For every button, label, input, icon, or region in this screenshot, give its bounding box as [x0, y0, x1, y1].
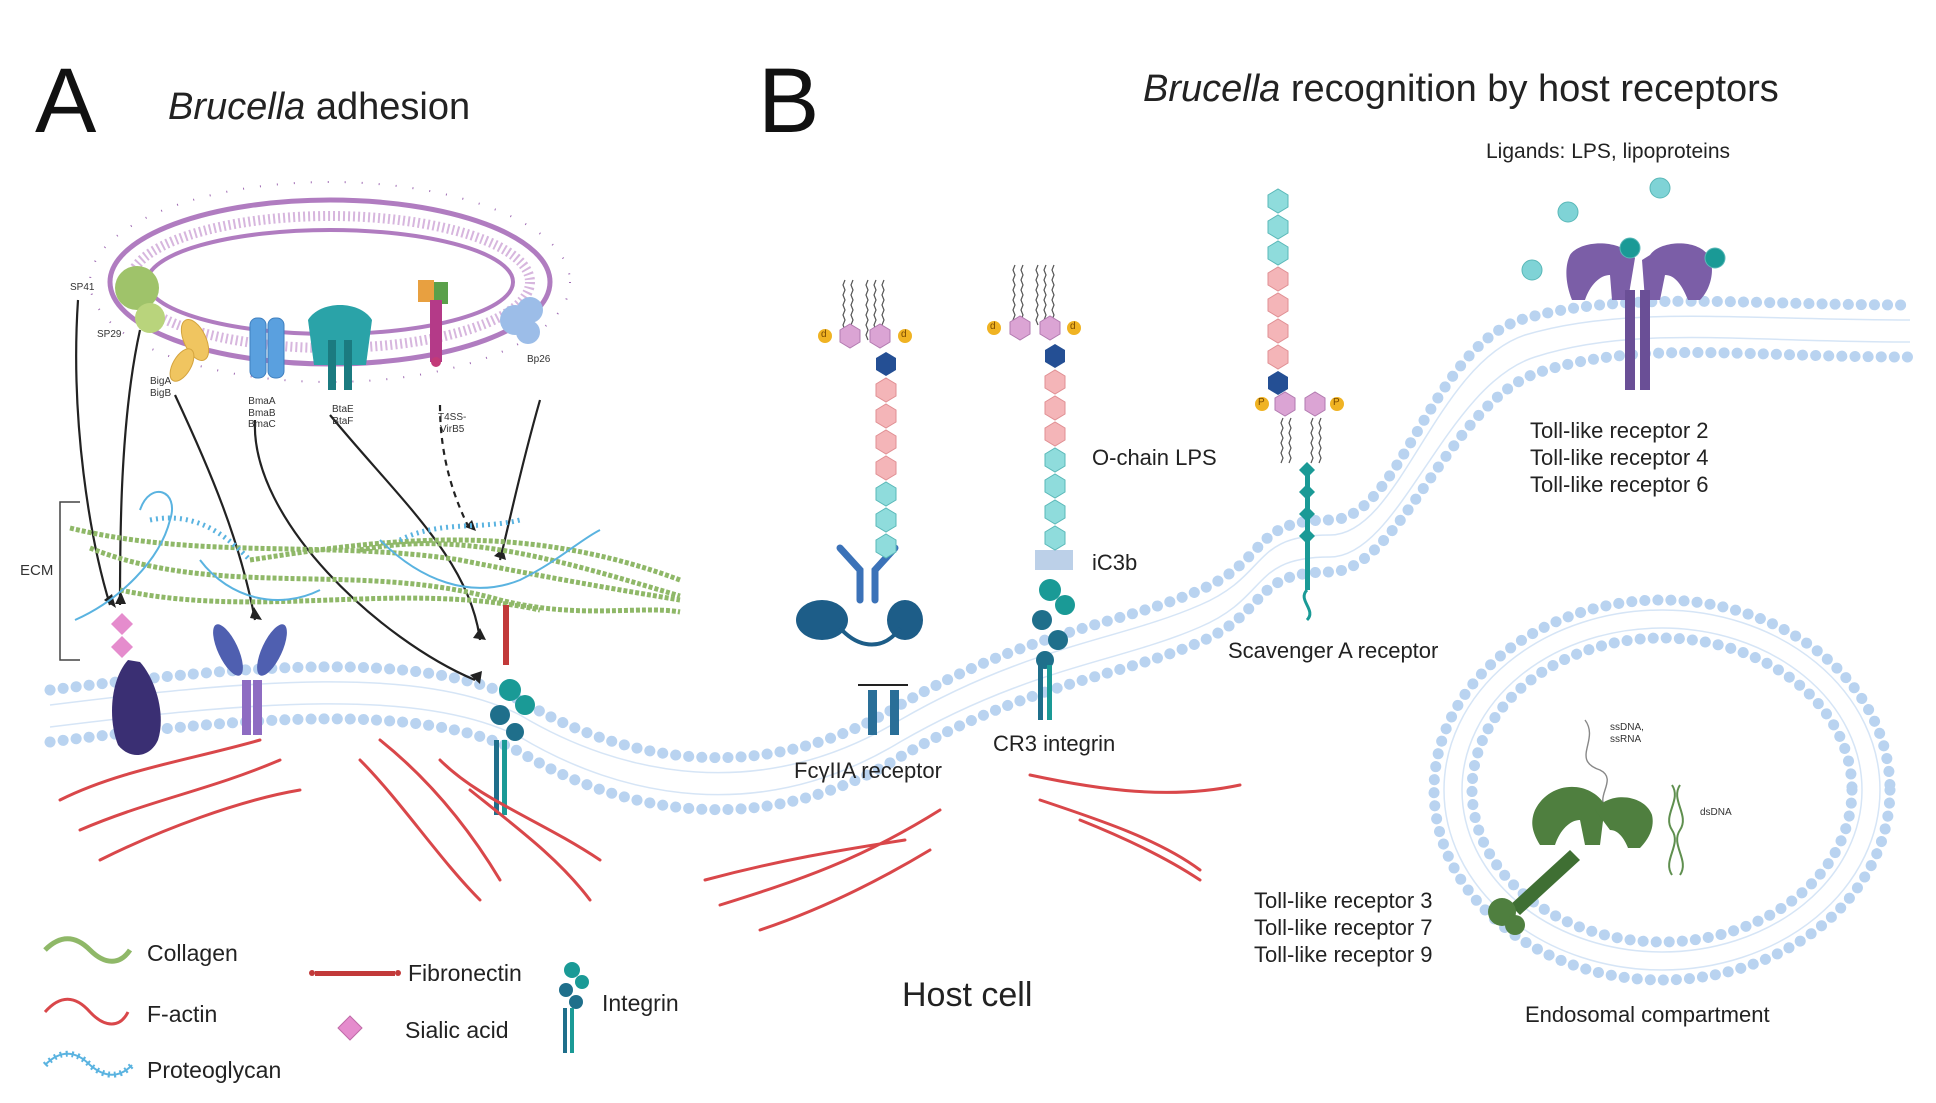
host-cell-membrane: [44, 295, 1916, 816]
label-endosomal-compartment: Endosomal compartment: [1525, 1002, 1770, 1027]
label-scavenger-receptor: Scavenger A receptor: [1228, 638, 1439, 663]
label-t4ss: T4SS- VirB5: [438, 412, 466, 435]
legend-integrin-swatch: [559, 962, 589, 1053]
adhesin-bp26: [500, 297, 543, 344]
label-ligands: Ligands: LPS, lipoproteins: [1486, 140, 1730, 163]
adhesin-bma: [249, 317, 285, 379]
label-bp26: Bp26: [527, 354, 551, 365]
f-actin-a: [58, 738, 602, 902]
legend-proteoglycan-swatch: [42, 1050, 135, 1078]
label-ssdna-line2: ssRNA: [1610, 733, 1642, 745]
lps-chain-fc: [818, 279, 912, 559]
panel-b-title-rest: recognition by host receptors: [1280, 68, 1779, 110]
adhesin-biga-bigb: [169, 319, 210, 382]
tag-p-left: P: [1258, 397, 1265, 408]
label-ssdna-line1: ssDNA,: [1610, 722, 1644, 733]
ecm-bracket: [59, 501, 80, 661]
label-cr3-integrin: CR3 integrin: [993, 731, 1116, 756]
panel-a-title-italic: Brucella: [168, 86, 306, 128]
panel-b-title: Brucella recognition by host receptors: [1143, 70, 1779, 108]
toll-like-receptor-surface: [1566, 243, 1712, 390]
ecm-collagen: [69, 525, 681, 615]
sialic-acid-receptor: [111, 613, 161, 756]
legend-factin-swatch: [43, 997, 130, 1026]
label-fc-receptor: FcγIIA receptor: [794, 758, 942, 783]
label-btaf: BtaF: [332, 415, 354, 427]
label-o-chain-lps: O-chain LPS: [1092, 445, 1217, 470]
label-t4ss-line2: VirB5: [440, 423, 465, 435]
cr3-integrin: [1032, 550, 1075, 720]
panel-a-title-rest: adhesion: [305, 86, 471, 128]
adhesin-t4ss-virb5: [418, 280, 448, 367]
label-tlr7: Toll-like receptor 7: [1254, 915, 1433, 940]
endosome-tails: [1443, 609, 1881, 971]
tag-d-fc-right: d: [901, 329, 907, 340]
nucleic-acid-dsdna: [1668, 784, 1684, 876]
endosome: [1428, 594, 1896, 986]
label-t4ss-line1: T4SS-: [438, 412, 467, 423]
label-ssdna: ssDNA, ssRNA: [1610, 722, 1644, 745]
label-bigb: BigB: [150, 387, 172, 399]
legend-fibronectin-swatch: [309, 970, 401, 976]
label-dsdna: dsDNA: [1700, 807, 1732, 818]
legend-sialic-swatch: [337, 1015, 363, 1041]
fc-receptor: [796, 600, 923, 735]
label-tlr-endosomal: Toll-like receptor 3 Toll-like receptor …: [1254, 887, 1433, 968]
legend-fibronectin-label: Fibronectin: [408, 960, 522, 986]
lps-chain-scavenger: [1255, 188, 1344, 464]
label-ic3b: iC3b: [1092, 550, 1138, 575]
legend-collagen-swatch: [43, 936, 133, 964]
label-tlr2: Toll-like receptor 2: [1530, 418, 1709, 443]
label-bma: BmaA BmaB BmaC: [248, 396, 276, 431]
panel-b-letter: B: [758, 50, 820, 152]
label-btae: BtaE: [332, 404, 354, 415]
legend-sialic-label: Sialic acid: [405, 1017, 509, 1043]
f-actin-b: [703, 773, 1242, 932]
tag-p-right: P: [1333, 397, 1340, 408]
toll-like-receptor-endosomal: [1488, 786, 1653, 935]
tag-d-fc-left: d: [821, 329, 827, 340]
adhesin-bta: [308, 305, 372, 390]
tag-d-cr3-left: d: [990, 321, 996, 332]
legend-factin-label: F-actin: [147, 1001, 218, 1027]
panel-a-letter: A: [35, 50, 97, 152]
lps-chain-cr3: [987, 264, 1081, 551]
label-tlr9: Toll-like receptor 9: [1254, 942, 1433, 967]
label-bmab: BmaB: [248, 407, 276, 419]
integrin-a-receptor: [213, 624, 287, 735]
label-bta: BtaE BtaF: [332, 404, 354, 427]
label-sp29: SP29: [97, 329, 122, 340]
scavenger-receptor: [1299, 462, 1315, 622]
integrin-ecm-receptor: [490, 605, 535, 815]
ligand-particles: [1521, 177, 1726, 281]
label-tlr4: Toll-like receptor 4: [1530, 445, 1709, 470]
panel-a-title: Brucella adhesion: [168, 88, 470, 126]
label-tlr3: Toll-like receptor 3: [1254, 888, 1433, 913]
label-tlr6: Toll-like receptor 6: [1530, 472, 1709, 497]
label-tlr-surface: Toll-like receptor 2 Toll-like receptor …: [1530, 417, 1709, 498]
ecm-proteoglycan: [74, 490, 601, 621]
label-ecm: ECM: [20, 562, 54, 579]
legend-integrin-label: Integrin: [602, 990, 679, 1016]
label-biga: BigA: [150, 376, 172, 387]
label-sp41: SP41: [70, 282, 95, 293]
label-host-cell: Host cell: [902, 976, 1033, 1014]
label-big: BigA BigB: [150, 376, 171, 399]
panel-b-title-italic: Brucella: [1143, 68, 1281, 110]
adhesion-arrows: [75, 299, 542, 682]
adhesin-sp41: [115, 266, 165, 333]
label-bmac: BmaC: [248, 419, 276, 430]
label-bmaa: BmaA: [248, 396, 276, 407]
legend-collagen-label: Collagen: [147, 940, 238, 966]
tag-d-cr3-right: d: [1070, 321, 1076, 332]
legend-proteoglycan-label: Proteoglycan: [147, 1057, 282, 1083]
membrane-lipid-tails: [49, 315, 1911, 796]
